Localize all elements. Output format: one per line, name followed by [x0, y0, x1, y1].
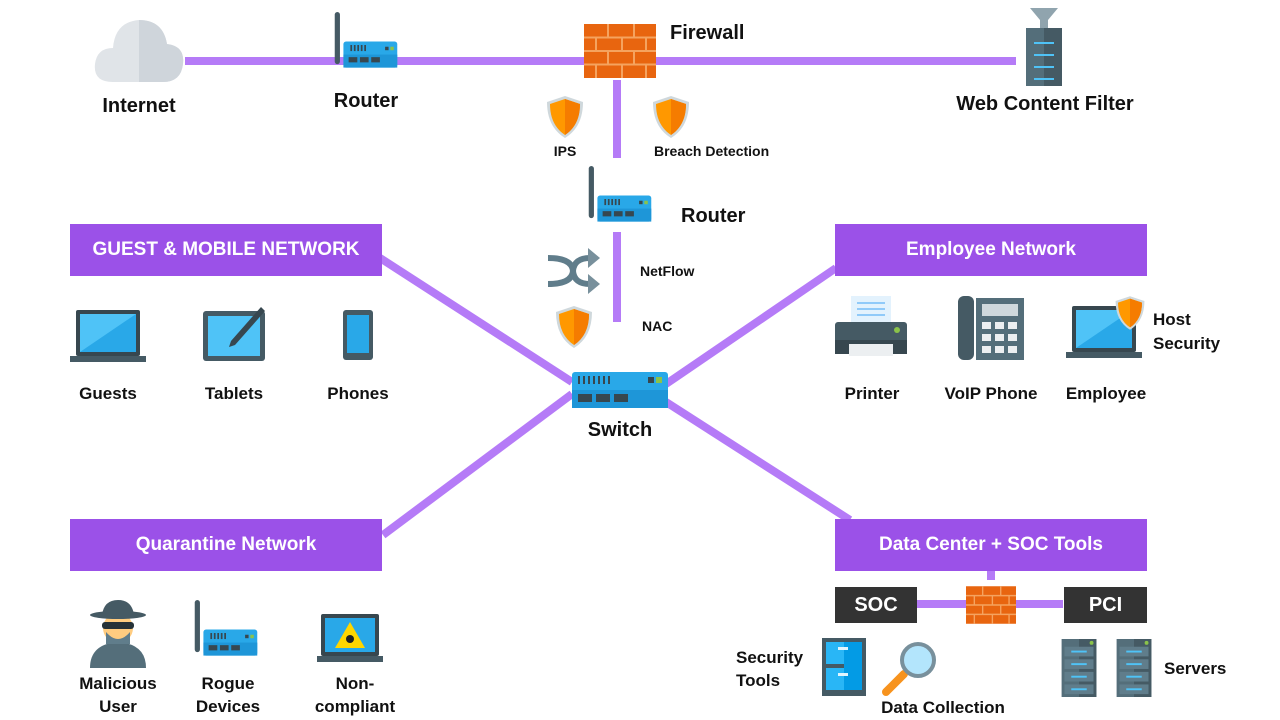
magnifier-icon	[882, 642, 936, 696]
breach-detection-label: Breach Detection	[654, 143, 770, 159]
nac-shield-icon	[554, 305, 594, 349]
security-tools-label-line2: Tools	[736, 671, 781, 690]
security-tools-label-line1: Security	[736, 648, 804, 667]
server-icon	[1061, 639, 1097, 697]
breach-shield-icon	[651, 95, 691, 139]
non-compliant-laptop-icon	[317, 614, 383, 662]
switch-label: Switch	[587, 419, 653, 441]
ips-shield-icon	[545, 95, 585, 139]
netflow-label: NetFlow	[640, 263, 695, 279]
host-security-label-line2: Security	[1153, 334, 1221, 353]
quarantine-network-box: Quarantine Network	[70, 519, 382, 571]
voip-phone-label: VoIP Phone	[944, 384, 1038, 403]
malicious-user-icon	[90, 600, 146, 668]
web-filter-label: Web Content Filter	[956, 93, 1134, 115]
phone-icon	[343, 310, 373, 360]
non-compliant-label-line1: Non-	[335, 674, 375, 693]
host-security-shield-icon	[1114, 295, 1146, 331]
printer-icon	[835, 296, 907, 356]
security-tools-cabinet-icon	[822, 638, 866, 696]
nac-label: NAC	[642, 318, 673, 334]
host-security-label-line1: Host	[1153, 310, 1191, 329]
rogue-devices-label-line2: Devices	[195, 697, 261, 716]
link-switch-quarantine	[380, 390, 575, 539]
printer-label: Printer	[844, 384, 900, 403]
non-compliant-label-line2: compliant	[314, 697, 396, 716]
laptop-icon	[70, 310, 146, 366]
cloud-icon	[94, 20, 184, 82]
firewall-label: Firewall	[670, 22, 745, 44]
router2-label: Router	[681, 205, 746, 227]
tablet-icon	[203, 307, 265, 361]
voip-phone-icon	[958, 296, 1024, 360]
servers-label: Servers	[1164, 659, 1227, 678]
rogue-devices-label-line1: Rogue	[201, 674, 255, 693]
web-filter-icon	[1026, 8, 1062, 86]
pci-zone: PCI	[1064, 587, 1147, 623]
router-icon	[326, 12, 406, 78]
link-switch-employee	[663, 264, 839, 388]
rogue-router-icon	[186, 600, 266, 666]
employee-network-box: Employee Network	[835, 224, 1147, 276]
malicious-user-label-line2: User	[99, 697, 137, 716]
switch-icon	[572, 372, 668, 408]
phones-label: Phones	[327, 384, 389, 403]
guests-label: Guests	[79, 384, 137, 403]
guest-network-box: GUEST & MOBILE NETWORK	[70, 224, 382, 276]
router-label: Router	[333, 90, 399, 112]
firewall-icon	[584, 24, 656, 78]
malicious-user-label-line1: Malicious	[79, 674, 157, 693]
netflow-icon	[547, 248, 600, 294]
datacenter-box: Data Center + SOC Tools	[835, 519, 1147, 571]
server-icon	[1116, 639, 1152, 697]
internet-label: Internet	[102, 95, 176, 117]
ips-label: IPS	[553, 143, 577, 159]
link-switch-guest	[377, 254, 575, 386]
router-icon	[580, 166, 660, 232]
soc-zone: SOC	[835, 587, 917, 623]
data-collection-label: Data Collection	[881, 698, 1005, 717]
employee-label: Employee	[1065, 384, 1147, 403]
link-switch-datacenter	[663, 398, 853, 524]
dc-firewall-icon	[966, 586, 1016, 624]
tablets-label: Tablets	[204, 384, 264, 403]
